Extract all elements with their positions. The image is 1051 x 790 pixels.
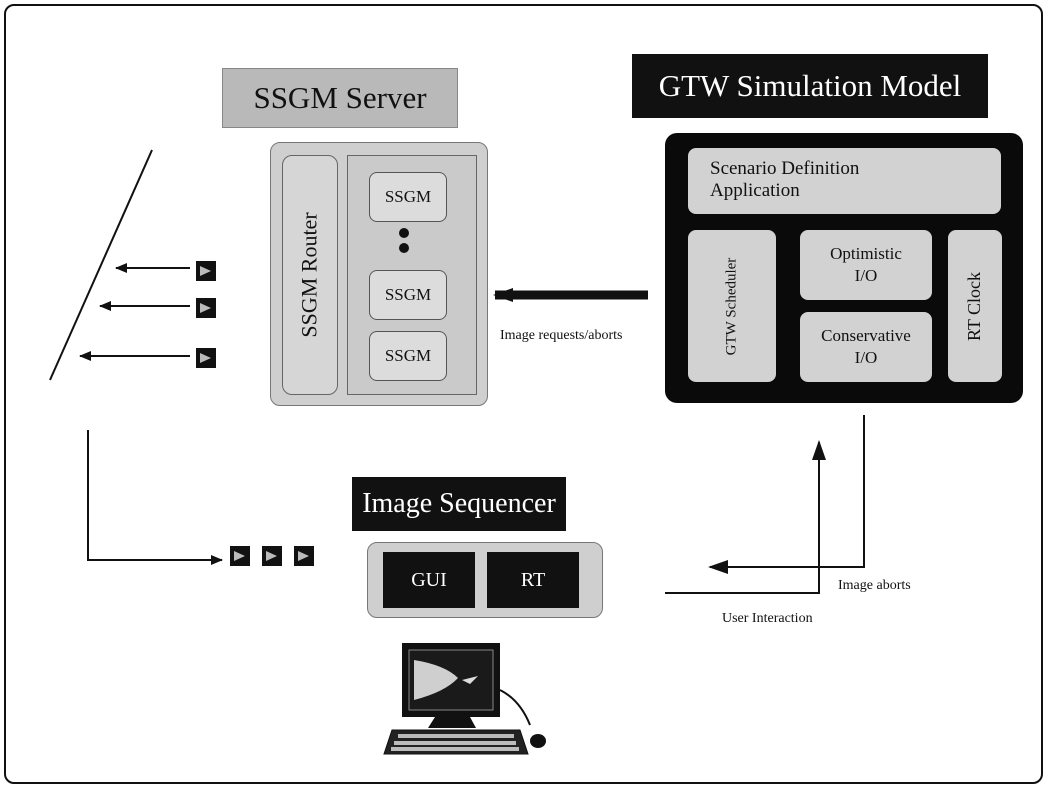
sequencer-packet-icon-2 xyxy=(262,546,282,566)
image-packet-icon-2 xyxy=(196,298,216,318)
image-packet-icon-1 xyxy=(196,261,216,281)
ssgm-unit-2: SSGM xyxy=(369,270,447,320)
sequencer-packet-icon-1 xyxy=(230,546,250,566)
display-plane-line xyxy=(49,149,153,381)
image-aborts-path xyxy=(708,415,865,574)
rt-clock-box xyxy=(948,230,1002,382)
ssgm-server-title: SSGM Server xyxy=(222,68,458,128)
optimistic-line-2: I/O xyxy=(854,266,878,285)
scenario-line-2: Application xyxy=(710,180,800,201)
image-packet-icon-3 xyxy=(196,348,216,368)
gui-box: GUI xyxy=(383,552,475,608)
ellipsis-dot-1 xyxy=(399,228,409,238)
workstation-icon xyxy=(383,643,546,755)
user-interaction-label: User Interaction xyxy=(722,611,813,626)
optimistic-io-box: Optimistic I/O xyxy=(800,230,932,300)
user-interaction-path xyxy=(665,440,826,594)
sequencer-input-path xyxy=(87,430,223,565)
ssgm-unit-3: SSGM xyxy=(369,331,447,381)
ssgm-unit-1: SSGM xyxy=(369,172,447,222)
scenario-definition-box: Scenario Definition Application xyxy=(688,148,1001,214)
sequencer-packet-icon-3 xyxy=(294,546,314,566)
ellipsis-dot-2 xyxy=(399,243,409,253)
scenario-line-1: Scenario Definition xyxy=(710,158,860,179)
conservative-line-2: I/O xyxy=(854,348,878,367)
image-aborts-label: Image aborts xyxy=(838,578,911,593)
gtw-model-title: GTW Simulation Model xyxy=(632,54,988,118)
conservative-io-box: Conservative I/O xyxy=(800,312,932,382)
image-sequencer-title: Image Sequencer xyxy=(352,477,566,531)
ssgm-router-box xyxy=(282,155,338,395)
optimistic-line-1: Optimistic xyxy=(830,244,902,263)
image-requests-label: Image requests/aborts xyxy=(500,328,623,343)
rt-box: RT xyxy=(487,552,579,608)
conservative-line-1: Conservative xyxy=(821,326,911,345)
gtw-scheduler-box xyxy=(688,230,776,382)
